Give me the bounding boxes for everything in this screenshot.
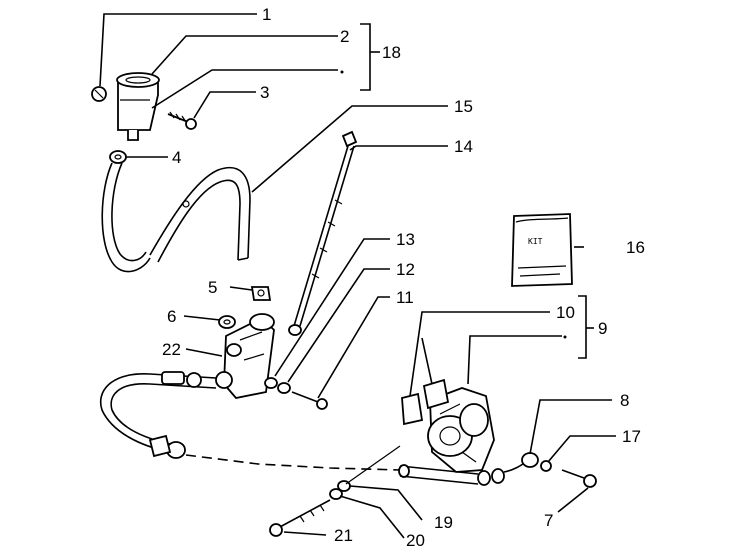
part-washer-12 (277, 382, 291, 394)
callout-12: 12 (396, 260, 415, 279)
callout-labels: 1 2 3 4 5 6 7 8 9 10 11 12 13 14 15 16 1… (162, 5, 645, 550)
callout-17: 17 (622, 427, 641, 446)
callout-7: 7 (544, 511, 553, 530)
callout-14: 14 (454, 137, 473, 156)
callout-11: 11 (396, 288, 414, 307)
callout-2: 2 (340, 27, 349, 46)
callout-16: 16 (626, 238, 645, 257)
part-reservoir-hose (101, 162, 151, 273)
callout-6: 6 (167, 307, 176, 326)
mount-axis-line (345, 445, 401, 485)
part-banjo-bolt-5 (250, 286, 272, 301)
part-bolt-21 (269, 499, 331, 537)
part-washer-8 (521, 452, 539, 468)
callout-1: 1 (262, 5, 271, 24)
callout-8: 8 (620, 391, 629, 410)
part-brake-pipe-14 (288, 130, 358, 336)
callout-22: 22 (162, 340, 181, 359)
callout-15: 15 (454, 97, 473, 116)
callout-18: 18 (382, 43, 401, 62)
part-master-cylinder-22 (215, 313, 275, 399)
part-brake-pad-10a (401, 392, 424, 426)
part-brake-caliper-9 (427, 387, 495, 473)
callout-10: 10 (556, 303, 575, 322)
part-hose-15 (149, 166, 251, 263)
callout-4: 4 (172, 148, 181, 167)
part-bolt-11 (291, 391, 328, 410)
callout-13: 13 (396, 230, 415, 249)
callout-19: 19 (434, 513, 453, 532)
part-washer-20 (329, 488, 343, 500)
part-bolt-3 (167, 111, 197, 130)
part-reservoir-screw (91, 86, 107, 102)
part-brake-pad-10b (422, 378, 450, 410)
part-nut-6 (218, 315, 236, 329)
callout-5: 5 (208, 278, 217, 297)
kit-label: KIT (528, 237, 543, 246)
part-washer-13 (264, 377, 278, 389)
callout-21: 21 (334, 526, 353, 545)
part-washer-17 (540, 460, 552, 472)
part-fluid-reservoir (116, 72, 160, 141)
callout-20: 20 (406, 531, 425, 550)
leader-lines (99, 13, 616, 539)
part-brake-hose-main (100, 371, 527, 486)
part-repair-kit-16: KIT (511, 213, 573, 287)
callout-9: 9 (598, 319, 607, 338)
part-hose-clamp-4 (109, 150, 127, 164)
callout-3: 3 (260, 83, 269, 102)
part-banjo-bolt-7 (561, 469, 597, 488)
